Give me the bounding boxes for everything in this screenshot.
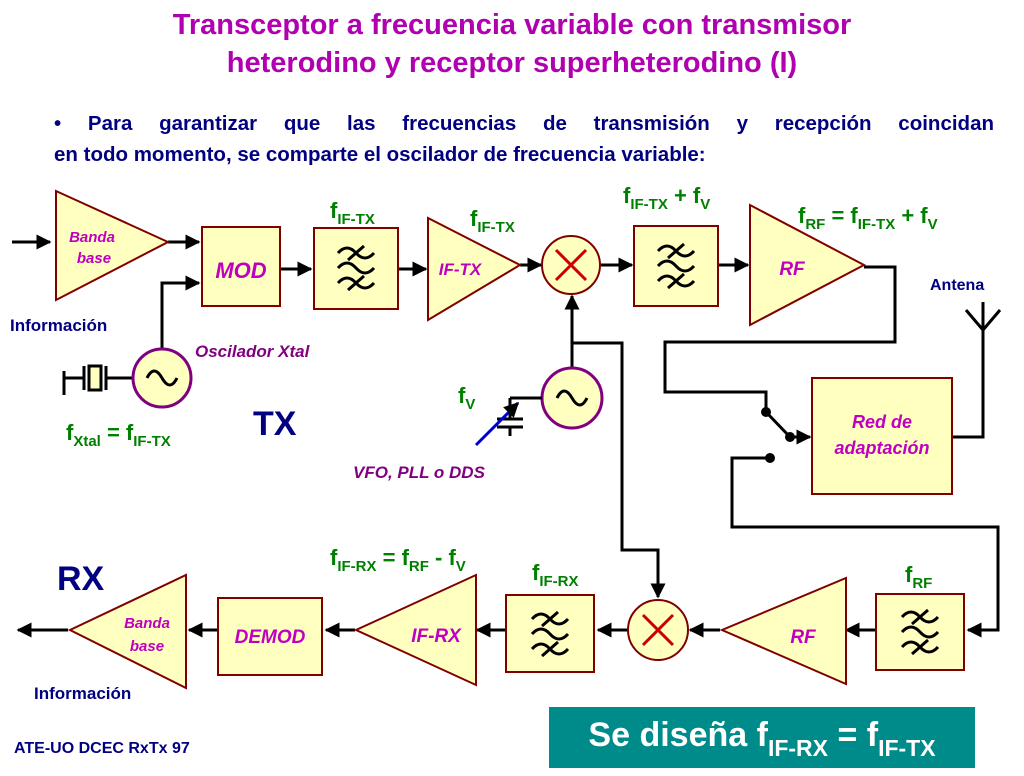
fxtal-equation: fXtal = fIF-TX xyxy=(66,420,171,450)
mixer-icon xyxy=(641,613,675,647)
vfo-oscillator xyxy=(540,366,604,430)
xtal-osc-label: Oscilador Xtal xyxy=(195,342,311,361)
frf-tx-equation: fRF = fIF-TX + fV xyxy=(798,203,938,233)
iftx-amplifier: IF-TX xyxy=(427,216,523,322)
ifrx-label: IF-RX xyxy=(411,626,462,647)
rx-baseband-line2: base xyxy=(130,638,164,655)
title-line-2: heterodino y receptor superheterodino (I… xyxy=(226,47,798,79)
mixer-icon xyxy=(554,248,588,282)
demod-label: DEMOD xyxy=(235,627,306,648)
title-line-1: Transceptor a frecuencia variable con tr… xyxy=(172,9,852,41)
tx-rf-label: RF xyxy=(779,259,806,280)
variable-capacitor-icon xyxy=(474,396,542,447)
tx-info-label: Información xyxy=(10,316,107,335)
mixout-freq-label: fIF-TX + fV xyxy=(623,183,710,213)
switch-common xyxy=(785,432,795,442)
rx-section-label: RX xyxy=(57,560,105,598)
rx-rf-amplifier: RF xyxy=(719,576,847,686)
tx-rf-amplifier: RF xyxy=(749,203,867,327)
sine-wave-icon xyxy=(555,389,589,407)
fv-label: fV xyxy=(458,383,475,413)
iftx-freq-label: fIF-TX xyxy=(470,206,515,236)
switch-contact-tx xyxy=(761,407,771,417)
tx-section-label: TX xyxy=(253,405,297,443)
rx-rf-label: RF xyxy=(790,627,817,648)
footer: ATE-UO DCEC RxTx 97 xyxy=(14,740,190,757)
bullet-line-2: en todo momento, se comparte el oscilado… xyxy=(54,143,706,166)
page-title: Transceptor a frecuencia variable con tr… xyxy=(0,6,1024,82)
rx-rf-filter xyxy=(875,593,965,671)
ifrx-amplifier: IF-RX xyxy=(353,573,477,687)
sine-wave-icon xyxy=(145,369,179,387)
iftx-label: IF-TX xyxy=(439,260,483,279)
frf-rx-label: fRF xyxy=(905,562,932,592)
rx-baseband-amplifier: Banda base xyxy=(67,573,187,690)
wires xyxy=(12,234,1000,638)
matching-line1: Red de xyxy=(852,412,912,432)
antenna-icon xyxy=(964,302,1002,331)
vfo-label: VFO, PLL o DDS xyxy=(353,463,486,482)
rx-if-filter xyxy=(505,594,595,673)
rx-info-label: Información xyxy=(34,684,131,703)
design-note-box: Se diseña fIF-RX = fIF-TX xyxy=(549,707,975,768)
crystal-icon xyxy=(62,364,112,395)
antenna-label: Antena xyxy=(930,277,984,294)
fifrx-label: fIF-RX xyxy=(532,560,579,590)
bullet-line-1: • Para garantizar que las frecuencias de… xyxy=(54,112,994,135)
demod-block: DEMOD xyxy=(217,597,323,676)
rx-baseband-line1: Banda xyxy=(124,615,170,632)
xtal-oscillator xyxy=(131,347,193,409)
fifrx-equation: fIF-RX = fRF - fV xyxy=(330,545,466,575)
tx-rf-filter xyxy=(633,225,719,307)
matching-network: Red de adaptación xyxy=(811,377,953,495)
bullet-text: • Para garantizar que las frecuencias de… xyxy=(54,108,994,170)
tx-mixer xyxy=(541,235,601,295)
mod-block: MOD xyxy=(201,226,281,307)
tx-if-filter xyxy=(313,227,399,310)
rx-mixer xyxy=(627,599,689,661)
matching-line2: adaptación xyxy=(834,438,929,458)
tx-baseband-amplifier: Banda base xyxy=(55,189,171,302)
switch-contact-rx xyxy=(765,453,775,463)
mod-label: MOD xyxy=(215,258,266,283)
tx-baseband-line1: Banda xyxy=(69,229,115,246)
filter1-freq-label: fIF-TX xyxy=(330,198,375,228)
tx-baseband-line2: base xyxy=(77,250,111,267)
